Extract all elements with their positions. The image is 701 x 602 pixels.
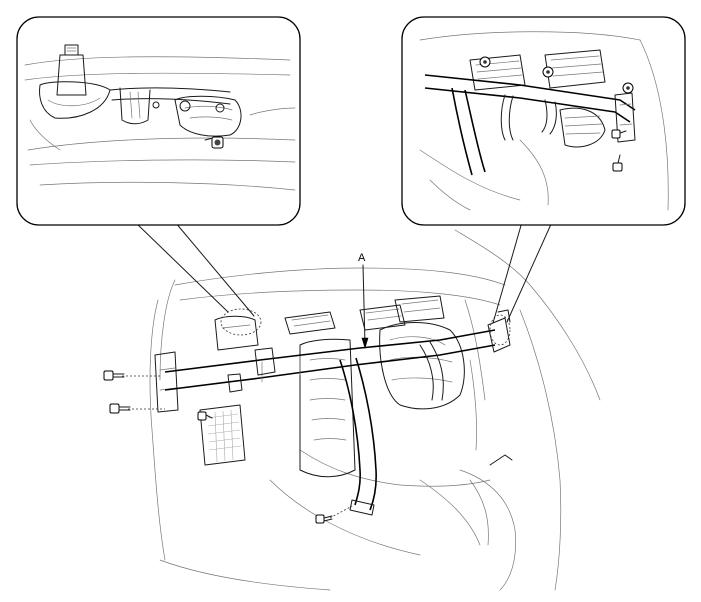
detail-highlight-right	[489, 314, 511, 346]
left-bolt-lower	[109, 403, 165, 414]
detail-callout-right	[401, 16, 686, 226]
vehicle-interior-overview	[149, 229, 601, 591]
detail-callout-left	[16, 16, 301, 226]
label-a: A	[358, 252, 369, 350]
bolt-icon	[611, 129, 627, 139]
bolt-icon	[109, 403, 131, 414]
bolt-icon	[197, 411, 213, 421]
label-a-text: A	[358, 252, 366, 264]
left-bolt-upper	[103, 370, 160, 381]
left-bolt-fusebox	[197, 411, 213, 421]
bolt-icon	[622, 82, 634, 94]
bolt-icon	[612, 154, 623, 172]
bolt-icon	[315, 514, 333, 524]
bolt-icon	[103, 370, 125, 381]
bolt-icon	[479, 56, 491, 68]
detail-highlight-left	[220, 308, 262, 336]
callout-leaders	[134, 221, 553, 324]
bolt-icon	[542, 66, 554, 78]
bolt-icon	[204, 136, 224, 149]
bottom-bolt	[315, 505, 353, 524]
cowl-cross-bar	[164, 309, 511, 516]
